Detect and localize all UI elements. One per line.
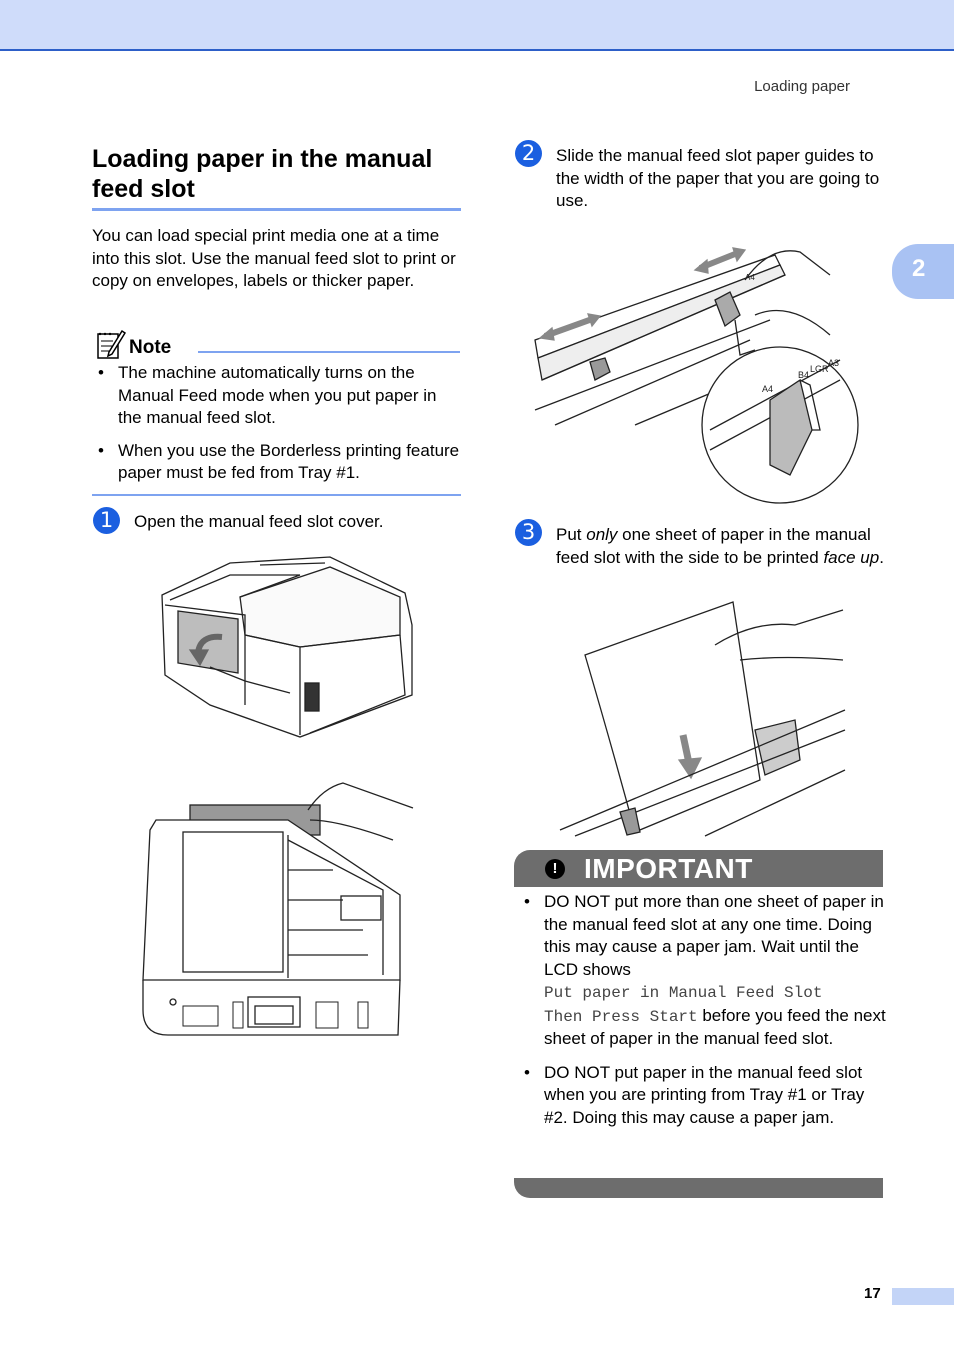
page-number: 17 [864,1285,881,1302]
top-banner [0,0,954,51]
note-end-rule [92,494,461,496]
exclamation-icon: ! [545,859,565,879]
step-3-number: 3 [515,519,542,546]
note-rule [198,351,460,353]
guide-label-lgr: LGR [810,364,829,374]
guide-label-small: A4 [745,273,755,282]
guide-label-b4: B4 [798,370,809,380]
important-header: ! IMPORTANT [514,850,883,887]
title-rule [92,208,461,211]
printer-top-view-illustration [142,782,414,1036]
chapter-number: 2 [912,255,926,282]
load-paper-illustration [559,601,846,837]
list-item: •DO NOT put more than one sheet of paper… [524,892,886,1048]
list-item: •The machine automatically turns on the … [98,363,437,427]
step-2-number: 2 [515,140,542,167]
running-header: Loading paper [754,78,850,95]
note-header: Note [96,328,462,360]
lcd-message-line-2: Then Press Start [544,1007,698,1026]
note-label: Note [129,337,172,358]
important-label: IMPORTANT [584,853,753,884]
paper-guides-illustration: A4 A4 B4 LGR A3 [534,247,859,504]
step-1-number: 1 [93,507,120,534]
important-list: •DO NOT put more than one sheet of paper… [518,891,886,1140]
step-2-text: Slide the manual feed slot paper guides … [556,146,880,210]
chapter-tab: 2 [892,244,954,299]
page-number-bar [892,1288,954,1305]
step-1-text: Open the manual feed slot cover. [134,512,384,531]
guide-label-a4: A4 [762,384,773,394]
important-footer [514,1178,883,1198]
printer-cover-illustration [161,556,413,738]
list-item: •When you use the Borderless printing fe… [98,440,460,483]
note-pencil-icon [97,329,126,359]
lcd-message-line-1: Put paper in Manual Feed Slot [544,984,823,1002]
list-item: •DO NOT put paper in the manual feed slo… [524,1062,865,1127]
note-list: •The machine automatically turns on the … [92,362,464,495]
intro-paragraph: You can load special print media one at … [92,226,456,290]
section-title: Loading paper in the manual feed slot [92,145,433,203]
guide-label-a3: A3 [828,358,839,368]
important-box: ! IMPORTANT •DO NOT put more than one sh… [514,850,886,1198]
step-3-text: Put only one sheet of paper in the manua… [556,525,884,567]
